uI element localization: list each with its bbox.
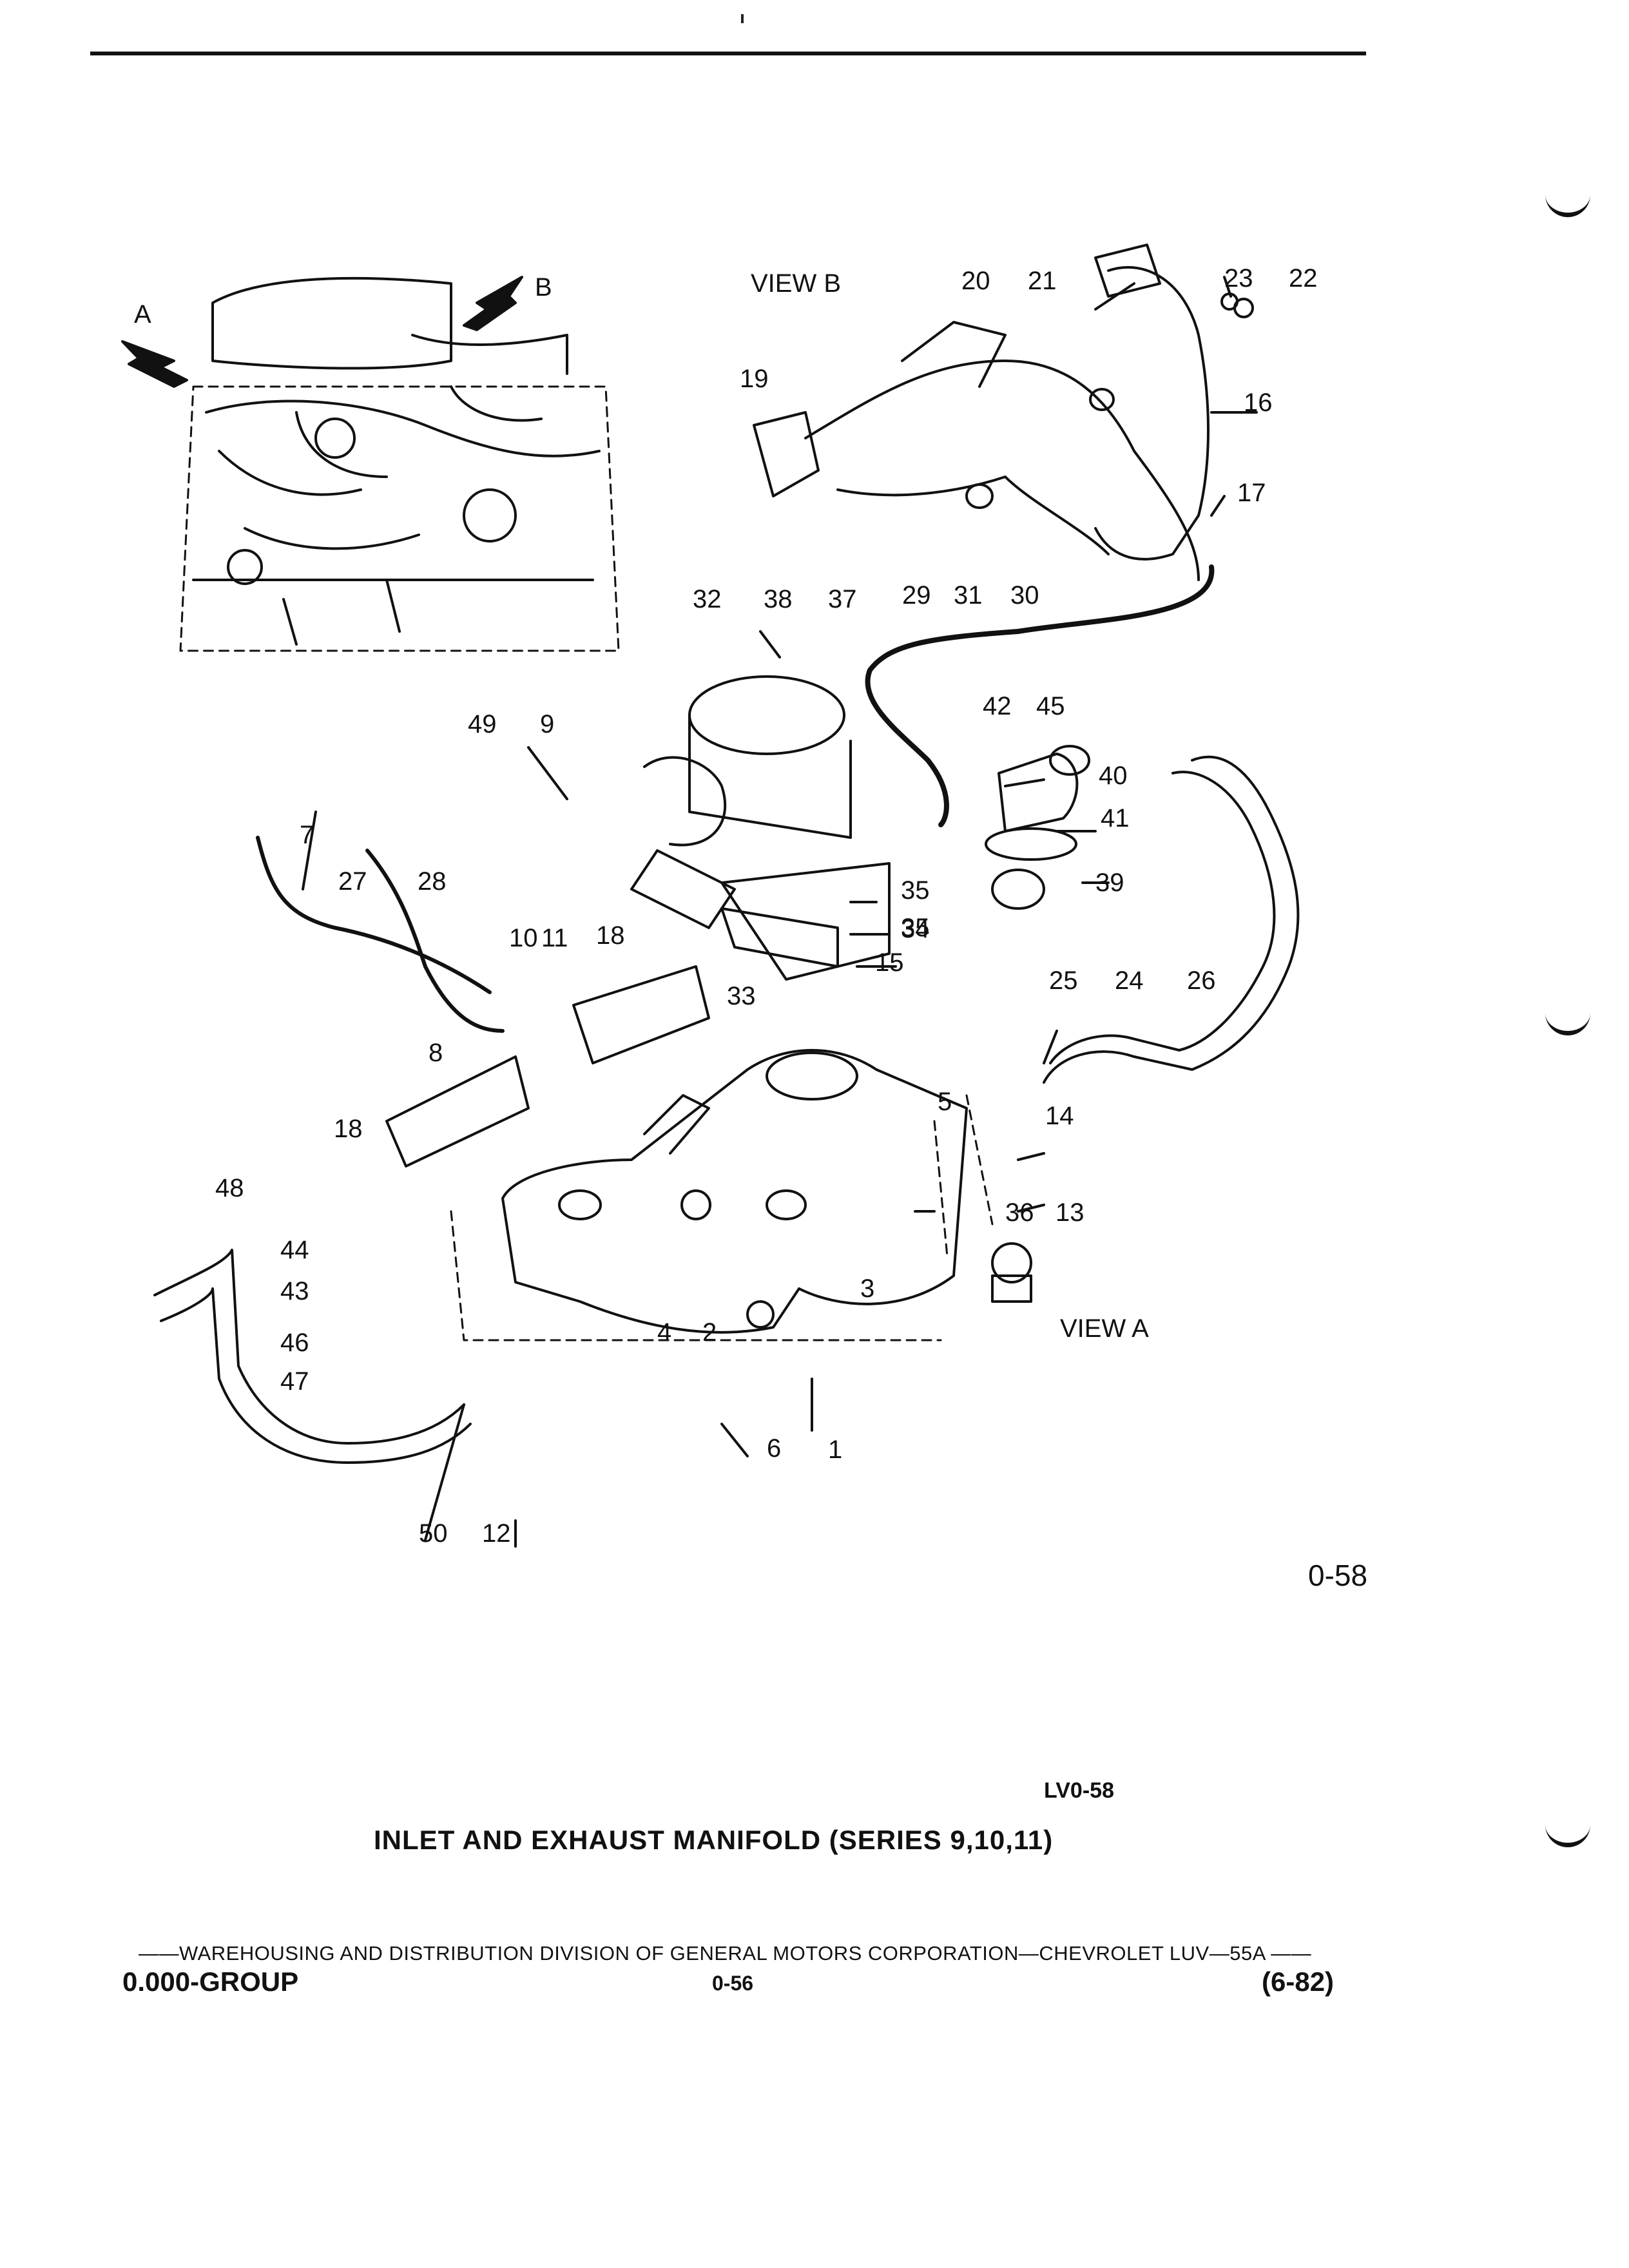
callout-6: 6 (767, 1434, 782, 1463)
callout-25: 25 (1049, 966, 1078, 995)
callout-34: 34 (901, 915, 930, 943)
callout-27: 27 (338, 867, 367, 896)
callout-11: 11 (541, 924, 568, 952)
callout-1: 1 (828, 1436, 843, 1464)
callout-16: 16 (1244, 389, 1273, 417)
callout-40: 40 (1099, 762, 1128, 790)
footer-division-line: ——WAREHOUSING AND DISTRIBUTION DIVISION … (139, 1942, 1312, 1965)
vacuum-hose (865, 564, 1215, 827)
binder-mark-2 (1545, 1012, 1590, 1035)
callout-48: 48 (215, 1174, 244, 1202)
callout-5: 5 (938, 1088, 952, 1116)
callout-26: 26 (1187, 966, 1216, 995)
callout-31: 31 (954, 581, 983, 610)
water-hose-upper (1035, 747, 1307, 1091)
carburetor-drawing (630, 675, 891, 981)
callout-22: 22 (1289, 264, 1318, 293)
callout-18-upper: 18 (596, 921, 625, 950)
arrow-a-label: A (134, 300, 151, 329)
top-tick-mark (741, 14, 744, 23)
callout-19: 19 (740, 365, 769, 393)
callout-44: 44 (280, 1236, 309, 1264)
callout-2: 2 (702, 1318, 717, 1347)
callout-17: 17 (1237, 479, 1266, 507)
callout-35-upper: 35 (901, 876, 930, 905)
gasket-lower (385, 1055, 530, 1168)
view-b-label: VIEW B (751, 269, 842, 298)
callout-33: 33 (727, 982, 756, 1010)
callout-41: 41 (1101, 804, 1130, 832)
callout-14: 14 (1045, 1102, 1074, 1130)
callout-36: 36 (1005, 1198, 1034, 1227)
callout-3: 3 (860, 1274, 875, 1303)
callout-46: 46 (280, 1329, 309, 1357)
footer-date: (6-82) (1262, 1966, 1335, 1997)
thermostat-housing-drawing (985, 745, 1090, 910)
illustration-code: LV0-58 (1044, 1778, 1114, 1803)
top-rule (90, 52, 1366, 55)
callout-35-lower: 35 (901, 914, 930, 942)
callout-28: 28 (418, 867, 447, 896)
hose-27 (256, 836, 492, 994)
arrow-b-label: B (535, 273, 552, 302)
callout-4: 4 (657, 1318, 672, 1347)
callout-29: 29 (902, 581, 931, 610)
hose-28 (365, 849, 505, 1033)
callout-30: 30 (1010, 581, 1039, 610)
callout-21: 21 (1028, 267, 1057, 295)
callout-49: 49 (468, 710, 497, 738)
inlet-manifold-drawing (450, 1049, 994, 1341)
callout-7: 7 (300, 821, 314, 849)
callout-9: 9 (540, 710, 555, 738)
gasket-upper (572, 965, 710, 1064)
binder-mark-1 (1545, 193, 1590, 217)
callout-42: 42 (983, 692, 1012, 720)
page-reference: 0-58 (1308, 1559, 1368, 1592)
callout-32: 32 (693, 585, 722, 613)
footer-group-number: 0.000-GROUP (122, 1966, 299, 1997)
callout-23: 23 (1224, 264, 1253, 293)
footer-page-number: 0-56 (712, 1972, 754, 1995)
callout-13: 13 (1055, 1198, 1084, 1227)
view-a-label: VIEW A (1060, 1314, 1149, 1343)
water-hose-lower (153, 1249, 465, 1445)
callout-38: 38 (764, 585, 793, 613)
callout-37: 37 (828, 585, 857, 613)
figure-caption: INLET AND EXHAUST MANIFOLD (SERIES 9,10,… (374, 1825, 1054, 1855)
callout-50: 50 (419, 1519, 448, 1548)
callout-10: 10 (509, 924, 538, 952)
callout-20: 20 (961, 267, 990, 295)
callout-8: 8 (429, 1039, 443, 1067)
engine-overview-sketch (179, 276, 620, 652)
exhaust-manifold-drawing (753, 244, 1254, 581)
callout-12: 12 (482, 1519, 511, 1548)
callout-43: 43 (280, 1277, 309, 1305)
callout-47: 47 (280, 1367, 309, 1396)
callout-45: 45 (1036, 692, 1065, 720)
arrow-b-shape (463, 276, 523, 331)
callout-24: 24 (1115, 966, 1144, 995)
arrow-a-shape (121, 340, 188, 388)
binder-mark-3 (1545, 1823, 1590, 1847)
callout-39: 39 (1095, 869, 1124, 897)
callout-15: 15 (875, 948, 904, 977)
callout-18-lower: 18 (334, 1115, 363, 1143)
